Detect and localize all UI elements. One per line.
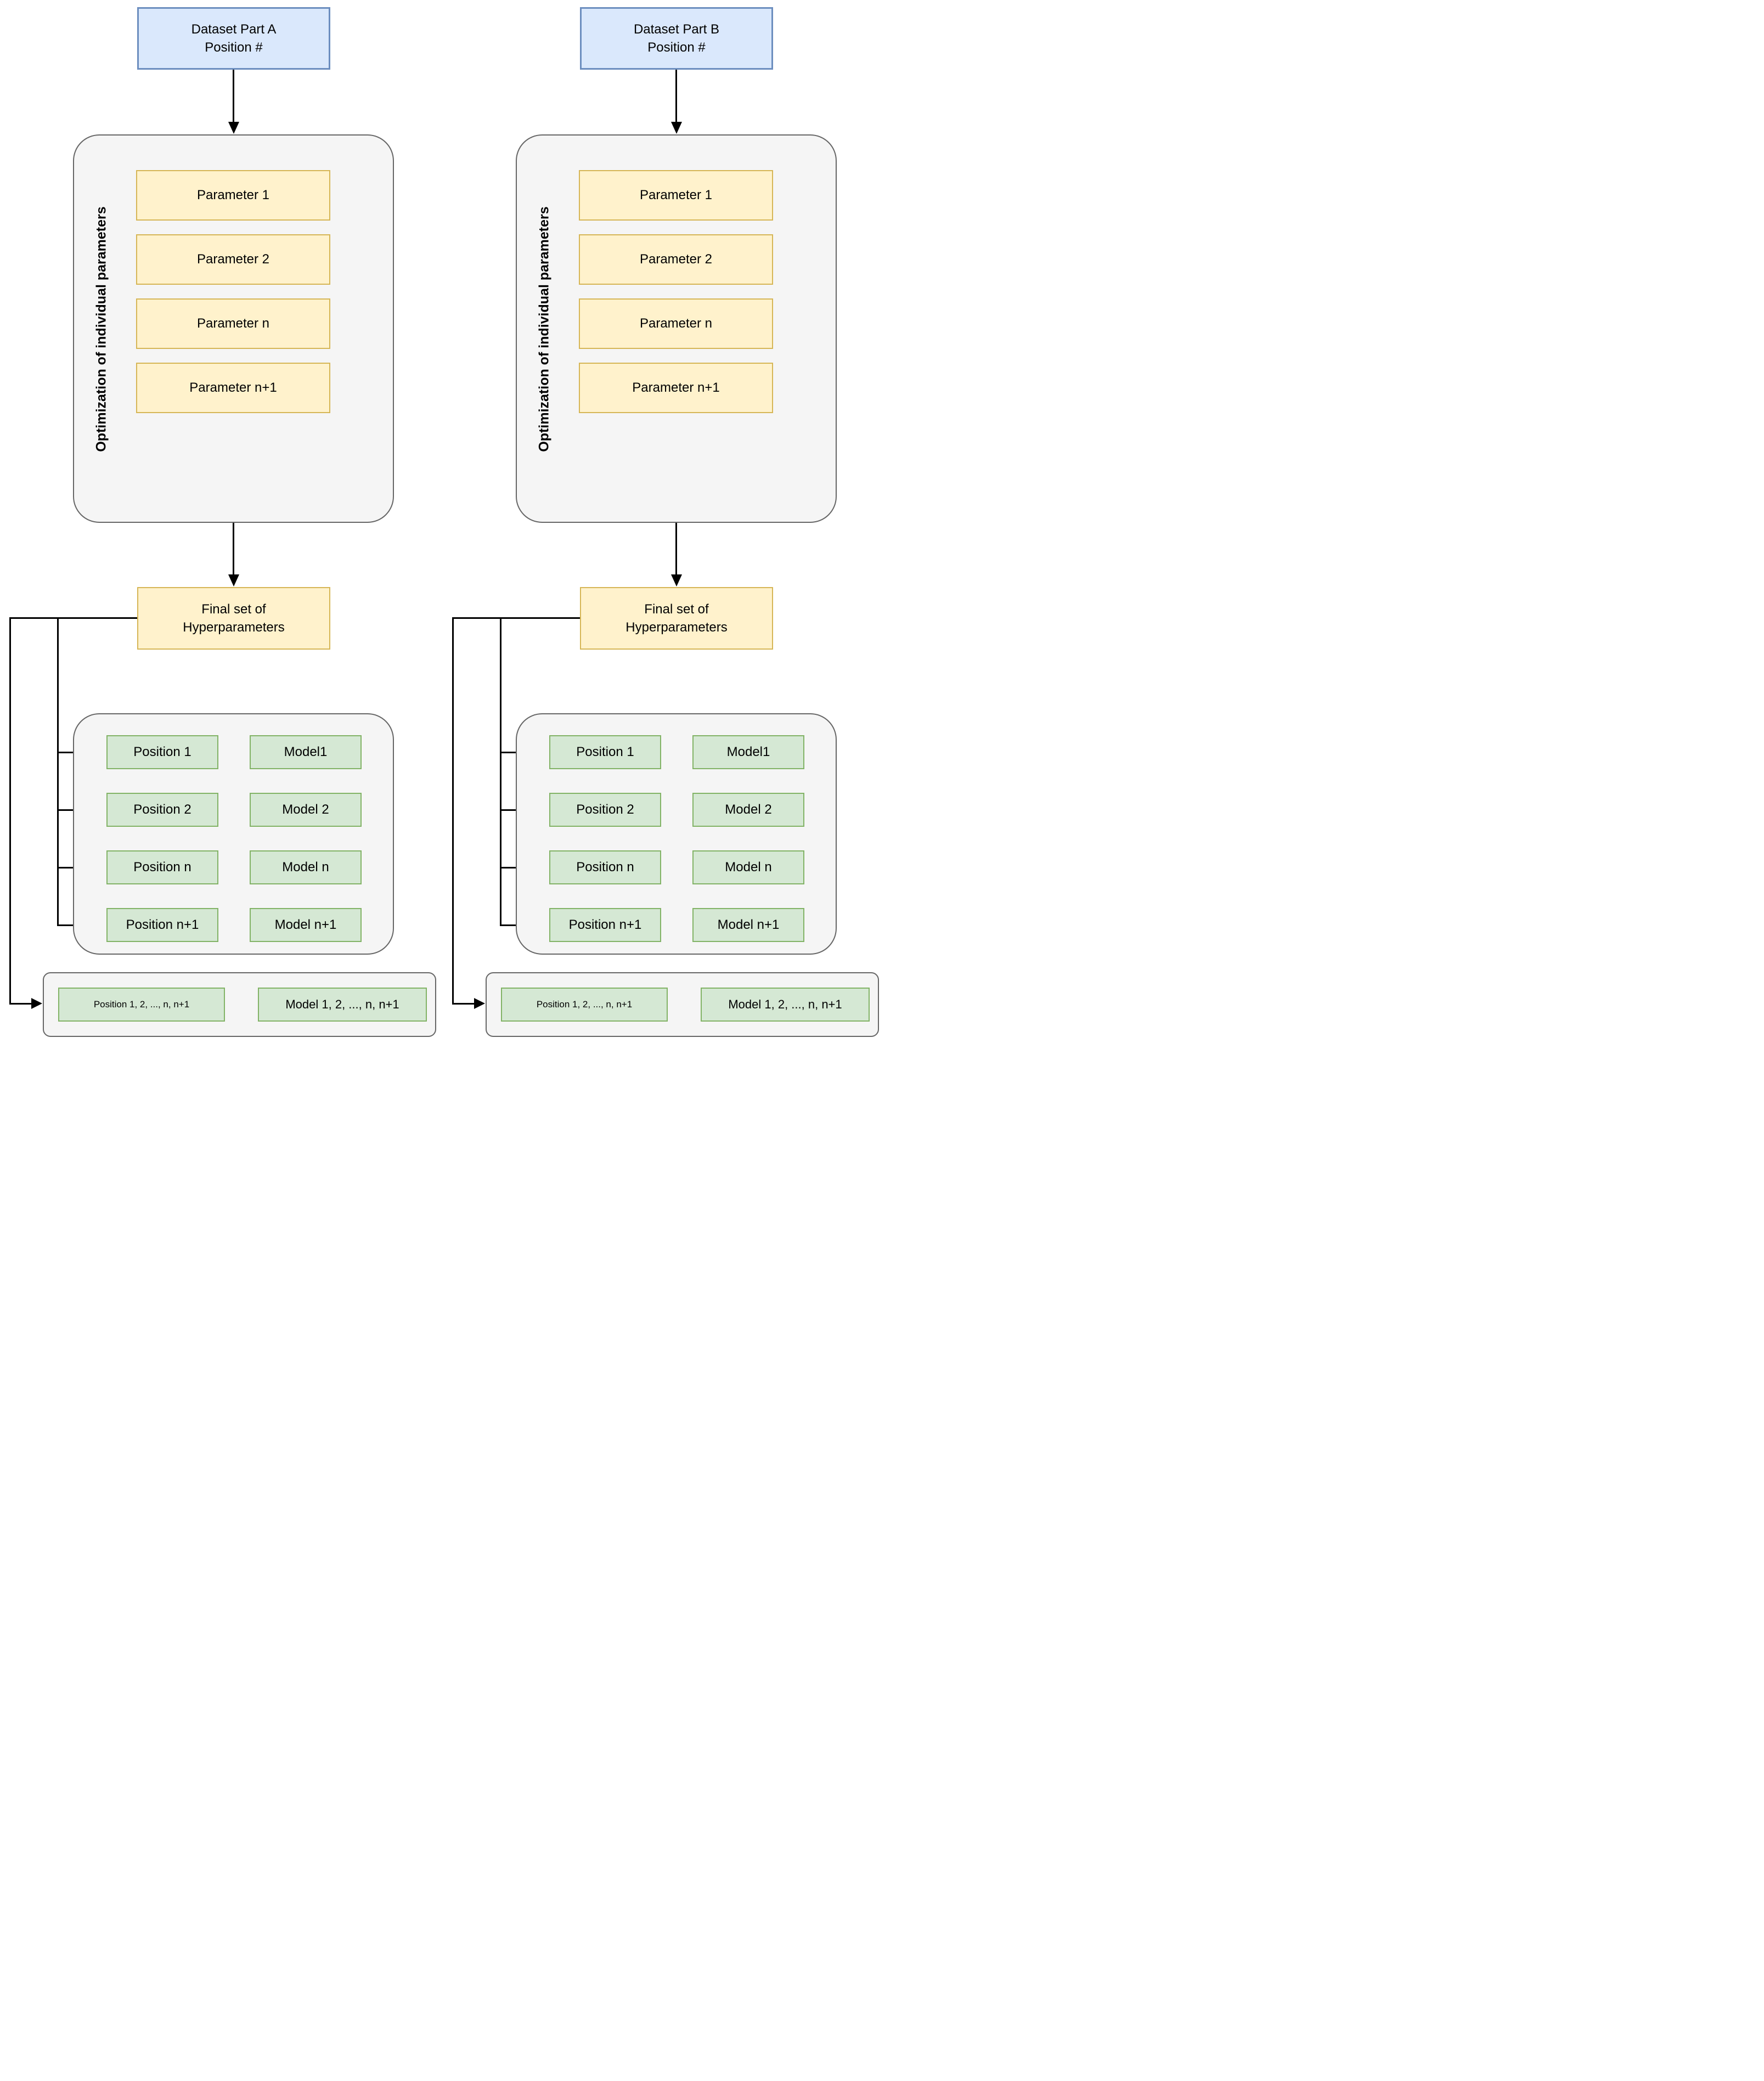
flow-a-parameter-node: Parameter 1 bbox=[136, 170, 330, 221]
flow-a-model-node: Model n bbox=[250, 850, 362, 884]
flow-b-position-label: Position 2 bbox=[576, 802, 634, 817]
flow-a-parameter-label: Parameter 1 bbox=[196, 188, 270, 203]
flow-b: Dataset Part B Position # Optimization o… bbox=[443, 0, 882, 1041]
flow-a-model-label: Model n+1 bbox=[274, 917, 337, 933]
flow-b-parameter-label: Parameter n bbox=[639, 316, 713, 331]
flow-b-model-label: Model n bbox=[725, 860, 772, 875]
flow-b-model-label: Model 2 bbox=[725, 802, 772, 817]
flow-b-model-node: Model1 bbox=[692, 735, 804, 769]
flow-b-parameter-node: Parameter n+1 bbox=[579, 363, 773, 413]
flow-a-dataset-label-line2: Position # bbox=[205, 40, 263, 55]
flow-b-arrow-optimization-to-final-head bbox=[671, 574, 682, 586]
flow-b-parameter-label: Parameter n+1 bbox=[632, 380, 720, 396]
flow-b-optimization-label: Optimization of individual parameters bbox=[536, 206, 552, 452]
flow-b-model-label: Model1 bbox=[726, 745, 770, 760]
flow-b-summary-model-node: Model 1, 2, ..., n, n+1 bbox=[701, 988, 870, 1022]
flow-a-final-label-line1: Final set of bbox=[201, 601, 266, 617]
flow-a-feedback-line-outer-vertical bbox=[9, 617, 11, 1005]
flow-a: Dataset Part A Position # Optimization o… bbox=[0, 0, 439, 1041]
flow-b-position-label: Position 1 bbox=[576, 745, 634, 760]
flow-b-feedback-line-outer-vertical bbox=[452, 617, 454, 1005]
flow-b-parameter-node: Parameter 2 bbox=[579, 234, 773, 285]
flow-b-position-label: Position n bbox=[576, 860, 634, 875]
flow-a-final-hyperparameters-node: Final set of Hyperparameters bbox=[137, 587, 330, 650]
flow-a-position-node: Position n bbox=[106, 850, 218, 884]
flow-b-parameter-label: Parameter 1 bbox=[639, 188, 713, 203]
flow-b-model-label: Model n+1 bbox=[717, 917, 780, 933]
flow-a-model-node: Model 2 bbox=[250, 793, 362, 827]
flow-b-summary-model-label: Model 1, 2, ..., n, n+1 bbox=[728, 997, 842, 1011]
flow-a-parameter-label: Parameter n+1 bbox=[189, 380, 277, 396]
flow-a-optimization-label: Optimization of individual parameters bbox=[93, 206, 109, 452]
flow-b-position-label: Position n+1 bbox=[568, 917, 642, 933]
flow-a-position-node: Position 1 bbox=[106, 735, 218, 769]
flow-a-dataset-label-line1: Dataset Part A bbox=[191, 21, 277, 37]
flow-a-summary-arrow-head bbox=[31, 998, 42, 1009]
flow-b-position-node: Position 1 bbox=[549, 735, 661, 769]
flow-b-parameter-node: Parameter 1 bbox=[579, 170, 773, 221]
flow-a-position-node: Position 2 bbox=[106, 793, 218, 827]
flow-a-arrow-optimization-to-final bbox=[233, 523, 234, 575]
flow-a-model-node: Model n+1 bbox=[250, 908, 362, 942]
flow-b-arrow-dataset-to-optimization-head bbox=[671, 122, 682, 134]
flow-a-parameter-label: Parameter n bbox=[196, 316, 270, 331]
flow-a-model-label: Model1 bbox=[284, 745, 328, 760]
flow-a-parameter-label: Parameter 2 bbox=[196, 252, 270, 267]
flow-b-feedback-line-horizontal bbox=[452, 617, 580, 619]
flow-a-dataset-node: Dataset Part A Position # bbox=[137, 7, 330, 70]
flow-b-position-node: Position n bbox=[549, 850, 661, 884]
flow-b-arrow-optimization-to-final bbox=[675, 523, 677, 575]
flow-a-parameter-node: Parameter n+1 bbox=[136, 363, 330, 413]
flow-b-dataset-node: Dataset Part B Position # bbox=[580, 7, 773, 70]
flow-b-arrow-dataset-to-optimization bbox=[675, 70, 677, 122]
flow-a-model-node: Model1 bbox=[250, 735, 362, 769]
flow-a-model-label: Model 2 bbox=[282, 802, 329, 817]
flow-b-parameter-label: Parameter 2 bbox=[639, 252, 713, 267]
flow-b-final-label-line1: Final set of bbox=[644, 601, 709, 617]
flow-a-model-label: Model n bbox=[282, 860, 329, 875]
flow-a-position-node: Position n+1 bbox=[106, 908, 218, 942]
flow-b-summary-position-label: Position 1, 2, ..., n, n+1 bbox=[536, 999, 633, 1010]
flow-b-final-hyperparameters-node: Final set of Hyperparameters bbox=[580, 587, 773, 650]
flow-b-summary-position-node: Position 1, 2, ..., n, n+1 bbox=[501, 988, 668, 1022]
flow-a-feedback-line-horizontal bbox=[9, 617, 137, 619]
flow-b-position-node: Position 2 bbox=[549, 793, 661, 827]
flow-a-position-label: Position n+1 bbox=[126, 917, 199, 933]
flow-b-model-node: Model n+1 bbox=[692, 908, 804, 942]
flow-a-summary-position-node: Position 1, 2, ..., n, n+1 bbox=[58, 988, 225, 1022]
flow-b-parameter-node: Parameter n bbox=[579, 298, 773, 349]
flow-b-model-node: Model n bbox=[692, 850, 804, 884]
flow-a-position-label: Position 2 bbox=[133, 802, 191, 817]
flow-a-summary-model-label: Model 1, 2, ..., n, n+1 bbox=[285, 997, 399, 1011]
flow-a-position-label: Position n bbox=[133, 860, 191, 875]
flow-a-feedback-line-inner-vertical bbox=[57, 617, 59, 926]
flow-a-parameter-node: Parameter n bbox=[136, 298, 330, 349]
flow-a-parameter-node: Parameter 2 bbox=[136, 234, 330, 285]
diagram-canvas: Dataset Part A Position # Optimization o… bbox=[0, 0, 882, 1041]
flow-a-position-label: Position 1 bbox=[133, 745, 191, 760]
flow-b-summary-arrow-line bbox=[452, 1003, 475, 1005]
flow-a-arrow-dataset-to-optimization bbox=[233, 70, 234, 122]
flow-b-dataset-label-line1: Dataset Part B bbox=[633, 21, 720, 37]
flow-a-arrow-optimization-to-final-head bbox=[228, 574, 239, 586]
flow-a-summary-model-node: Model 1, 2, ..., n, n+1 bbox=[258, 988, 427, 1022]
flow-a-summary-arrow-line bbox=[9, 1003, 32, 1005]
flow-b-final-label-line2: Hyperparameters bbox=[625, 620, 728, 635]
flow-b-feedback-line-inner-vertical bbox=[500, 617, 501, 926]
flow-a-summary-position-label: Position 1, 2, ..., n, n+1 bbox=[93, 999, 190, 1010]
flow-b-dataset-label-line2: Position # bbox=[647, 40, 706, 55]
flow-b-summary-arrow-head bbox=[474, 998, 485, 1009]
flow-a-final-label-line2: Hyperparameters bbox=[183, 620, 285, 635]
flow-b-position-node: Position n+1 bbox=[549, 908, 661, 942]
flow-a-arrow-dataset-to-optimization-head bbox=[228, 122, 239, 134]
flow-b-model-node: Model 2 bbox=[692, 793, 804, 827]
